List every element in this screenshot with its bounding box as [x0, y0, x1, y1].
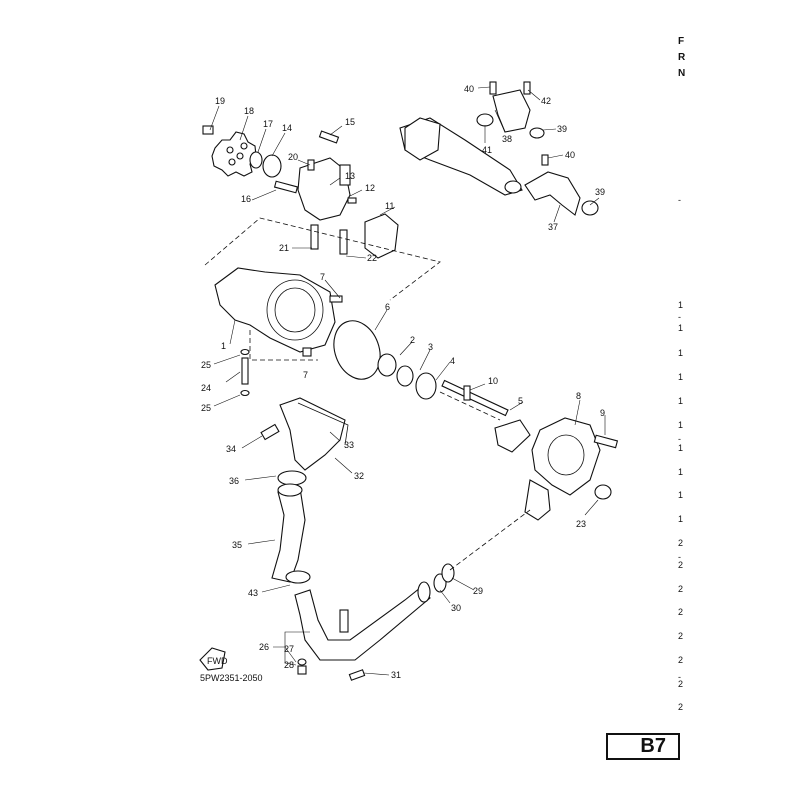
callout-22: 22	[367, 253, 377, 263]
callout-33: 33	[344, 440, 354, 450]
callout-16: 16	[241, 194, 251, 204]
callout-38: 38	[502, 134, 512, 144]
callout-40a: 40	[464, 84, 474, 94]
callout-10: 10	[488, 376, 498, 386]
leader-lines	[209, 86, 606, 676]
callout-36: 36	[229, 476, 239, 486]
callout-35: 35	[232, 540, 242, 550]
callout-39b: 39	[595, 187, 605, 197]
callout-24: 24	[201, 383, 211, 393]
upper-water-pipe	[399, 81, 599, 216]
callout-14: 14	[282, 123, 292, 133]
edge-text: 1	[678, 348, 684, 358]
callout-7b: 7	[303, 370, 308, 380]
thermostat-housing	[260, 397, 349, 486]
pump-cover	[524, 417, 619, 521]
callout-19: 19	[215, 96, 225, 106]
callout-40b: 40	[565, 150, 575, 160]
edge-text: F	[678, 36, 685, 47]
water-hose	[271, 483, 311, 584]
pump-housing	[214, 267, 381, 380]
lower-water-pipe	[294, 509, 531, 681]
callout-23: 23	[576, 519, 586, 529]
callout-37: 37	[548, 222, 558, 232]
edge-text: N	[678, 68, 686, 79]
edge-text: -	[678, 312, 681, 322]
edge-text: -	[678, 552, 681, 562]
edge-text: R	[678, 52, 686, 63]
callout-3: 3	[428, 342, 433, 352]
edge-text: 2	[678, 655, 684, 665]
callout-31: 31	[391, 670, 401, 680]
edge-text: 1	[678, 396, 684, 406]
bearing-and-shaft	[377, 353, 531, 453]
callout-25a: 25	[201, 360, 211, 370]
edge-text: 2	[678, 538, 684, 548]
section-badge: B7	[606, 733, 680, 760]
pump-gear-assembly	[202, 125, 441, 301]
edge-text: 2	[678, 584, 684, 594]
edge-text: 1	[678, 372, 684, 382]
callout-1: 1	[221, 341, 226, 351]
edge-text: 1	[678, 467, 684, 477]
callout-18: 18	[244, 106, 254, 116]
edge-text: 1	[678, 323, 684, 333]
callout-34: 34	[226, 444, 236, 454]
callout-6: 6	[385, 302, 390, 312]
callout-9: 9	[600, 408, 605, 418]
callout-7a: 7	[320, 272, 325, 282]
callout-43: 43	[248, 588, 258, 598]
edge-text: 2	[678, 607, 684, 617]
edge-text: -	[678, 672, 681, 682]
callout-5: 5	[518, 396, 523, 406]
callout-15: 15	[345, 117, 355, 127]
callout-27: 27	[284, 644, 294, 654]
callout-17: 17	[263, 119, 273, 129]
callout-25b: 25	[201, 403, 211, 413]
callout-4: 4	[450, 356, 455, 366]
callout-2: 2	[410, 335, 415, 345]
edge-text: 1	[678, 420, 684, 430]
callout-30: 30	[451, 603, 461, 613]
edge-text: 2	[678, 631, 684, 641]
callout-8: 8	[576, 391, 581, 401]
callout-42: 42	[541, 96, 551, 106]
callout-26: 26	[259, 642, 269, 652]
callout-20: 20	[288, 152, 298, 162]
edge-text: 2	[678, 702, 684, 712]
edge-text: 1	[678, 514, 684, 524]
edge-text: 1	[678, 300, 684, 310]
callout-13: 13	[345, 171, 355, 181]
callout-28: 28	[284, 660, 294, 670]
edge-text: 2	[678, 560, 684, 570]
edge-text: 2	[678, 679, 684, 689]
dowel-pins	[240, 330, 318, 397]
svg-text:FWD: FWD	[207, 656, 228, 666]
callout-39a: 39	[557, 124, 567, 134]
callout-12: 12	[365, 183, 375, 193]
edge-text: 1	[678, 443, 684, 453]
callout-32: 32	[354, 471, 364, 481]
callout-11: 11	[385, 201, 394, 211]
edge-text: -	[678, 195, 681, 205]
diagram-code: 5PW2351-2050	[200, 673, 263, 683]
callout-29: 29	[473, 586, 483, 596]
edge-text: 1	[678, 490, 684, 500]
fwd-arrow-icon: FWD	[199, 647, 228, 671]
edge-text: -	[678, 434, 681, 444]
callout-41: 41	[482, 145, 492, 155]
callout-21: 21	[279, 243, 289, 253]
callout-labels: 19 18 17 14 15 20 13 12 16 11 21 22 7 1 …	[201, 84, 605, 680]
